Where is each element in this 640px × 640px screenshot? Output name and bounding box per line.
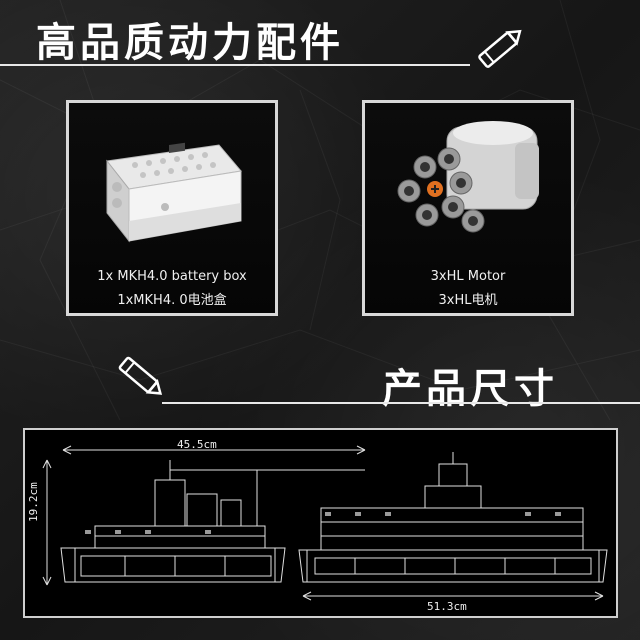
pencil-icon <box>112 352 172 408</box>
card-battery-box: 1x MKH4.0 battery box 1xMKH4. 0电池盒 <box>66 100 278 316</box>
motor-caption-cn: 3xHL电机 <box>438 293 498 308</box>
ship-blueprint <box>42 445 608 601</box>
title-underline-mid <box>162 402 640 404</box>
battery-caption-cn: 1xMKH4. 0电池盒 <box>117 293 227 308</box>
motor-image <box>365 103 571 263</box>
card-motor: 3xHL Motor 3xHL电机 <box>362 100 574 316</box>
title-underline-top <box>0 64 470 66</box>
section-title-product-size: 产品尺寸 <box>382 366 558 412</box>
dimension-drawing-panel: 45.5cm 19.2cm 51.3cm <box>23 428 618 618</box>
dimension-height: 19.2cm <box>27 482 40 522</box>
section-title-power-parts: 高品质动力配件 <box>36 20 344 66</box>
battery-box-image <box>69 103 275 263</box>
battery-caption-en: 1x MKH4.0 battery box <box>97 269 247 284</box>
motor-caption-en: 3xHL Motor <box>430 269 506 284</box>
pencil-icon <box>472 22 528 78</box>
dimension-length-bottom: 51.3cm <box>427 600 467 613</box>
dimension-length-top: 45.5cm <box>177 438 217 451</box>
